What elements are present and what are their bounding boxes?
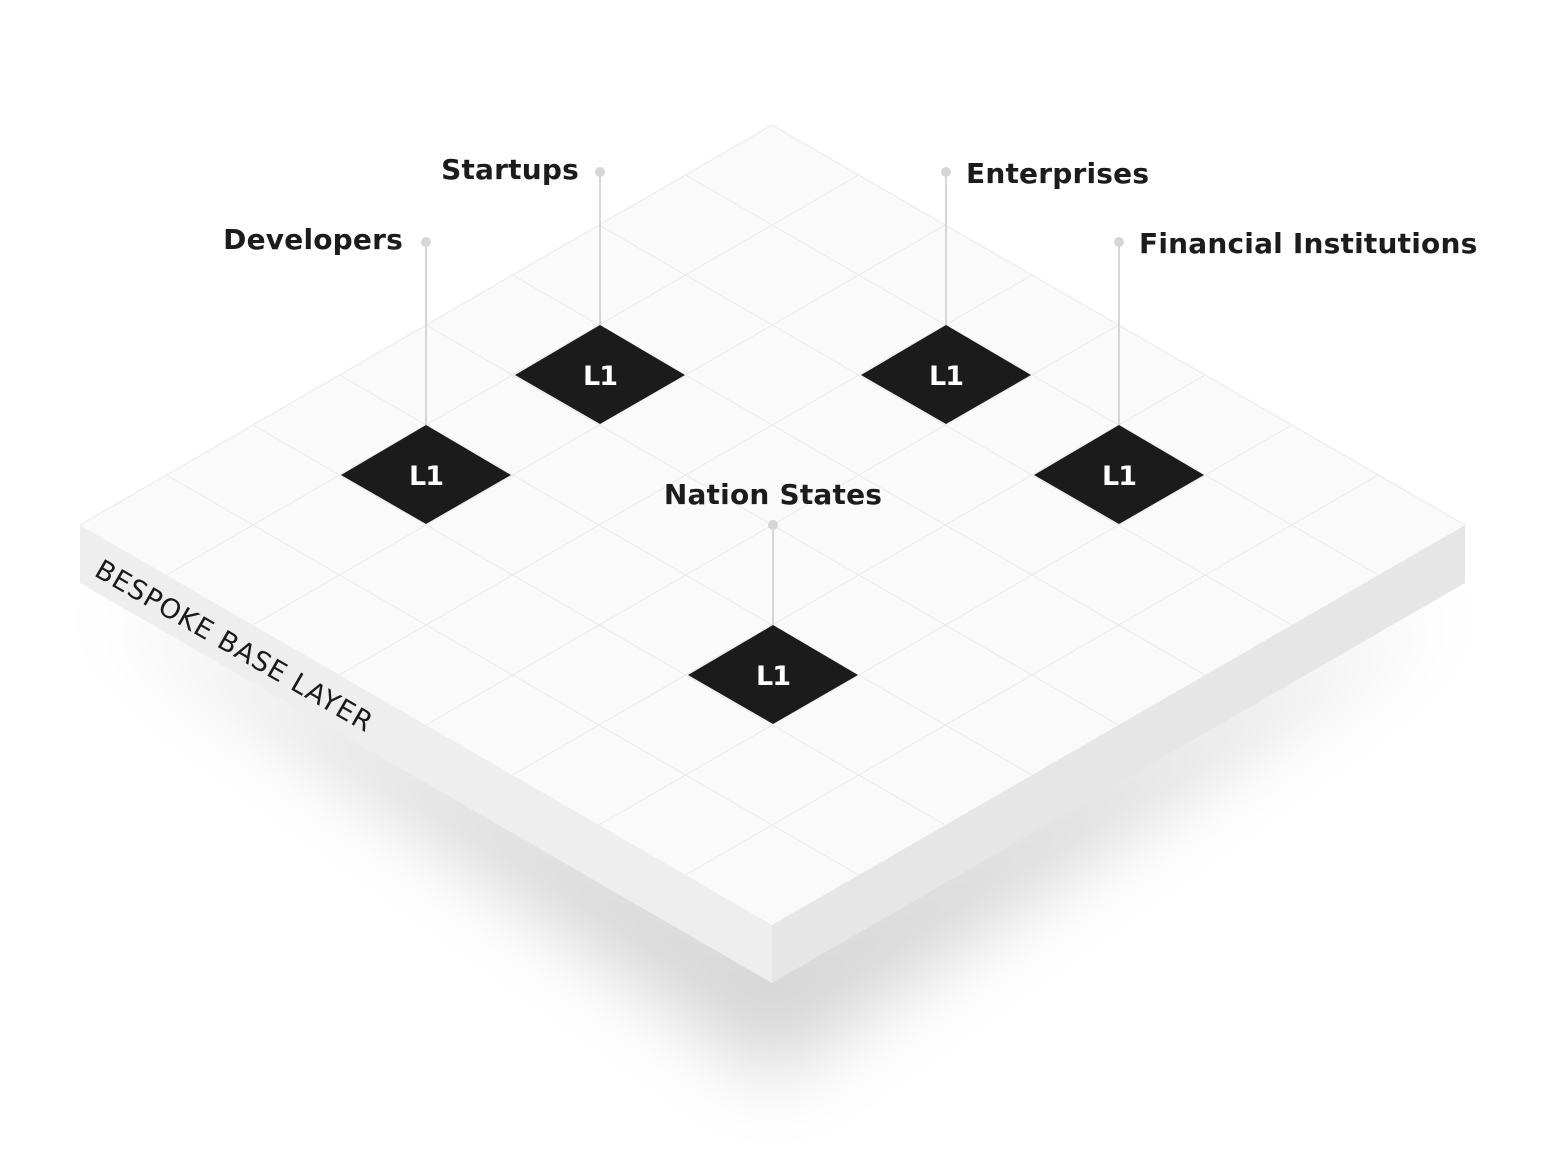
node-nation-states: L1 [688,625,858,724]
developers-leader-dot [421,237,431,247]
grid-line [598,424,1293,826]
node-financial-institutions: L1 [1034,425,1204,524]
node-enterprises: L1 [861,325,1031,424]
developers-label: Developers [223,223,403,256]
enterprises-node-badge: L1 [929,361,963,392]
grid-line [166,474,859,876]
developers-node-badge: L1 [409,461,443,492]
grid-line [685,474,1379,876]
financial-institutions-leader-dot [1114,237,1124,247]
platform-left-face [80,525,772,983]
grid-line [339,374,1033,776]
grid-line [512,374,1206,776]
developers-node-diamond [341,425,511,524]
nation-states-label: Nation States [664,478,882,511]
grid-line [252,424,946,826]
startups-node-diamond [515,325,685,424]
financial-institutions-label: Financial Institutions [1139,227,1477,260]
leader-lines [425,172,1120,625]
startups-label: Startups [441,153,579,186]
node-developers: L1 [341,425,511,524]
financial-institutions-node-badge: L1 [1102,461,1136,492]
startups-node-badge: L1 [583,361,617,392]
nation-states-node-diamond [688,625,858,724]
leader-dots [421,167,1124,530]
platform-right-face [772,525,1465,983]
nation-states-leader-dot [768,520,778,530]
node-startups: L1 [515,325,685,424]
enterprises-node-diamond [861,325,1031,424]
enterprises-label: Enterprises [966,157,1149,190]
enterprises-leader-dot [941,167,951,177]
financial-institutions-node-diamond [1034,425,1204,524]
nation-states-node-badge: L1 [756,661,790,692]
startups-leader-dot [595,167,605,177]
platform-grid [79,124,1466,876]
platform-shadow [100,600,1450,1080]
